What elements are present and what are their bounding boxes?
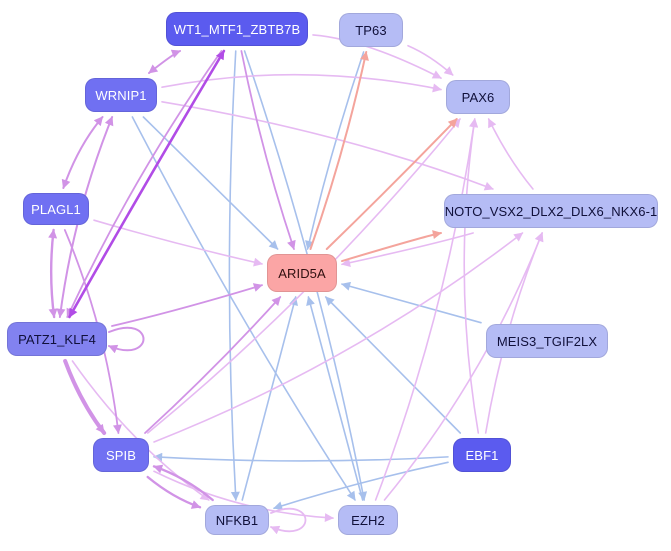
edge-wrnip1-ezh2	[131, 116, 356, 501]
edge-spib-noto	[153, 232, 524, 443]
edge-nfkb1-arid5a	[241, 296, 298, 501]
node-tp63[interactable]: TP63	[339, 13, 403, 47]
edge-arid5a-noto	[341, 230, 442, 263]
edge-noto-pax6	[487, 118, 534, 190]
edge-wrnip1-plagl1	[61, 116, 104, 189]
edge-arid5a-tp63	[309, 51, 369, 250]
edge-wt1-nfkb1	[228, 50, 240, 501]
edge-wrnip1-pax6	[161, 73, 442, 93]
edge-nfkb1-nfkb1	[270, 507, 307, 535]
edge-patz1-spib	[63, 359, 107, 435]
node-ebf1[interactable]: EBF1	[453, 438, 511, 472]
edge-meis3-arid5a	[341, 281, 482, 324]
node-pax6[interactable]: PAX6	[446, 80, 510, 114]
edge-wrnip1-noto	[161, 101, 494, 191]
edge-plagl1-patz1	[48, 228, 58, 319]
node-wrnip1[interactable]: WRNIP1	[85, 78, 157, 112]
edge-spib-nfkb1	[146, 475, 202, 509]
edge-arid5a-pax6	[325, 118, 458, 250]
edge-ebf1-arid5a	[324, 296, 462, 434]
edge-wrnip1-arid5a	[142, 116, 279, 250]
edge-ebf1-pax6	[463, 118, 480, 434]
edge-patz1-patz1	[108, 326, 145, 354]
edge-tp63-pax6	[407, 44, 454, 76]
node-noto[interactable]: NOTO_VSX2_DLX2_DLX6_NKX6-1	[444, 194, 658, 228]
node-wt1[interactable]: WT1_MTF1_ZBTB7B	[166, 12, 308, 46]
edge-ebf1-spib	[153, 452, 449, 462]
edge-wt1-wrnip1	[147, 49, 182, 74]
edge-spib-arid5a	[144, 296, 282, 434]
node-ezh2[interactable]: EZH2	[338, 505, 398, 535]
edge-nfkb1-spib	[152, 464, 214, 502]
edge-noto-arid5a	[341, 232, 474, 268]
edge-wt1-arid5a	[240, 50, 296, 250]
node-arid5a[interactable]: ARID5A	[267, 254, 337, 292]
node-meis3[interactable]: MEIS3_TGIF2LX	[486, 324, 608, 358]
node-spib[interactable]: SPIB	[93, 438, 149, 472]
edge-patz1-nfkb1	[71, 360, 210, 501]
edge-ebf1-nfkb1	[273, 461, 449, 511]
edge-ezh2-arid5a	[306, 296, 364, 501]
node-plagl1[interactable]: PLAGL1	[23, 193, 89, 225]
node-patz1[interactable]: PATZ1_KLF4	[7, 322, 107, 356]
edge-plagl1-arid5a	[93, 219, 263, 267]
edge-patz1-arid5a	[111, 283, 263, 327]
edge-tp63-arid5a	[305, 51, 365, 250]
node-nfkb1[interactable]: NFKB1	[205, 505, 269, 535]
